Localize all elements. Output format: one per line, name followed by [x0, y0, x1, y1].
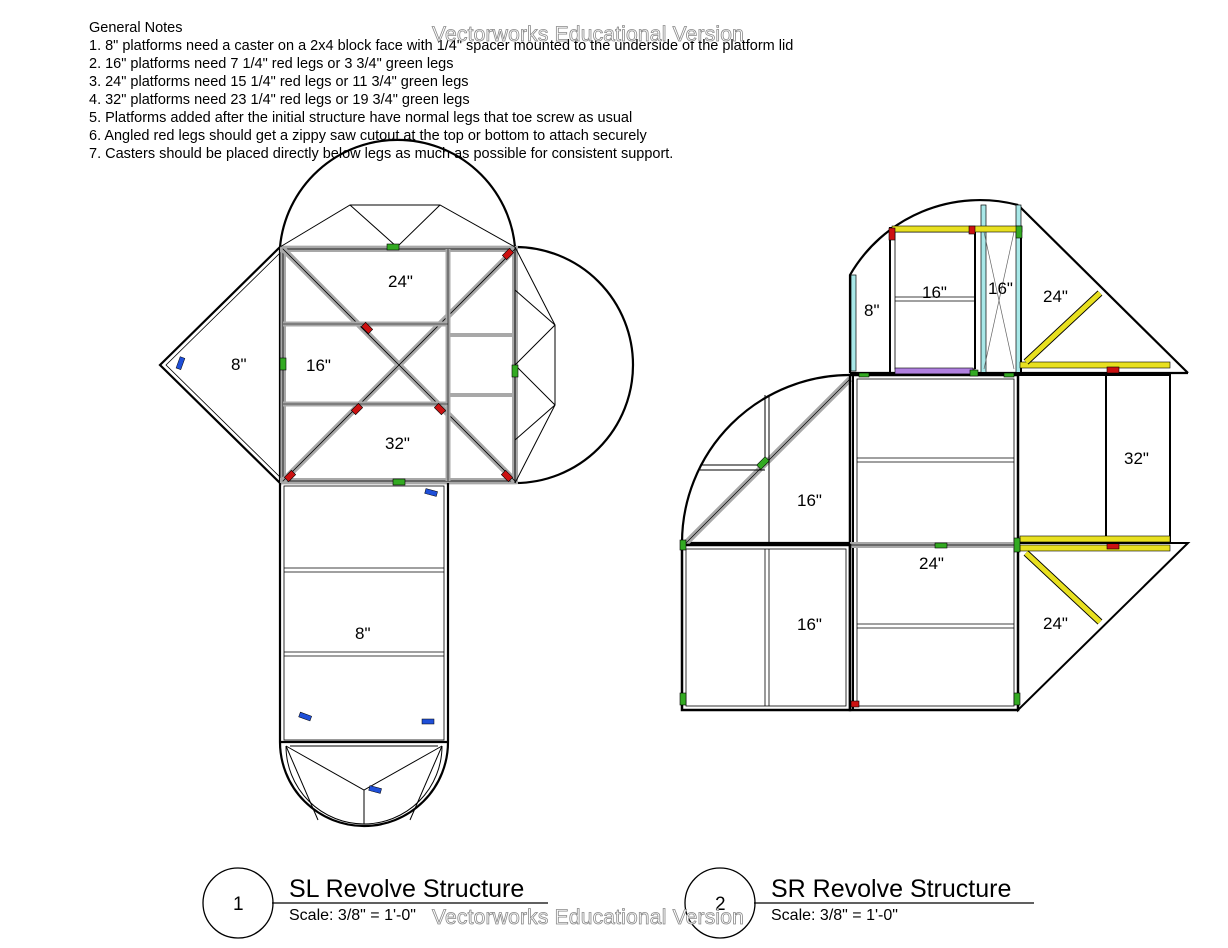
sl-bottom-halfcircle [278, 741, 450, 828]
watermark-top: Vectorworks Educational Version [432, 23, 745, 47]
general-notes: General Notes 1. 8" platforms need a cas… [89, 19, 793, 163]
notes-title: General Notes [89, 20, 183, 36]
sl-title: SL Revolve Structure [289, 875, 524, 903]
sr-label-24-center: 24" [919, 554, 944, 573]
sl-casters [175, 356, 438, 794]
sr-title-block: 2 SR Revolve Structure Scale: 3/8" = 1'-… [684, 867, 1034, 939]
sl-outer-outline [158, 138, 635, 486]
sr-number: 2 [715, 894, 726, 915]
sl-label-8-diamond: 8" [231, 355, 247, 374]
note-6: 6. Angled red legs should get a zippy sa… [89, 128, 647, 144]
note-3: 3. 24" platforms need 15 1/4" red legs o… [89, 74, 469, 90]
sl-number: 1 [233, 894, 244, 915]
sr-label-16-top-b: 16" [988, 279, 1013, 298]
sr-quarter-circle [680, 373, 853, 546]
sr-label-24-bottom: 24" [1043, 614, 1068, 633]
sl-label-32: 32" [385, 434, 410, 453]
sl-title-block: 1 SL Revolve Structure Scale: 3/8" = 1'-… [202, 867, 548, 939]
sr-label-16-quarter: 16" [797, 491, 822, 510]
sr-label-16-bottom: 16" [797, 615, 822, 634]
sl-bottom-platform [278, 483, 450, 744]
sl-red-legs [283, 247, 515, 483]
sr-label-8: 8" [864, 301, 880, 320]
sr-top-section [848, 198, 1189, 375]
note-2: 2. 16" platforms need 7 1/4" red legs or… [89, 56, 454, 72]
sl-scale: Scale: 3/8" = 1'-0" [289, 907, 416, 924]
sr-lower-left-block [679, 539, 852, 712]
sr-title: SR Revolve Structure [771, 875, 1011, 903]
sl-label-8-bottom: 8" [355, 624, 371, 643]
watermark-bottom: Vectorworks Educational Version [432, 906, 745, 930]
sr-revolve-plan: 8" 16" 16" 24" 32" 16" 24" 16" 24" [679, 198, 1191, 713]
sr-label-16-top-a: 16" [922, 283, 947, 302]
note-5: 5. Platforms added after the initial str… [89, 110, 633, 126]
sl-revolve-plan: 24" 8" 16" 32" 8" [158, 138, 635, 828]
sr-label-24-top: 24" [1043, 287, 1068, 306]
sr-lower-triangle [1013, 537, 1191, 713]
sl-label-24: 24" [388, 272, 413, 291]
note-1: 1. 8" platforms need a caster on a 2x4 b… [89, 38, 794, 54]
sr-central-block [848, 373, 1020, 712]
sr-label-32: 32" [1124, 449, 1149, 468]
note-7: 7. Casters should be placed directly bel… [89, 146, 674, 162]
note-4: 4. 32" platforms need 23 1/4" red legs o… [89, 92, 470, 108]
sl-diamond-inner [165, 252, 281, 478]
sl-label-16: 16" [306, 356, 331, 375]
sr-scale: Scale: 3/8" = 1'-0" [771, 907, 898, 924]
sr-central-legs [850, 369, 1021, 708]
sl-green-legs [279, 243, 519, 486]
